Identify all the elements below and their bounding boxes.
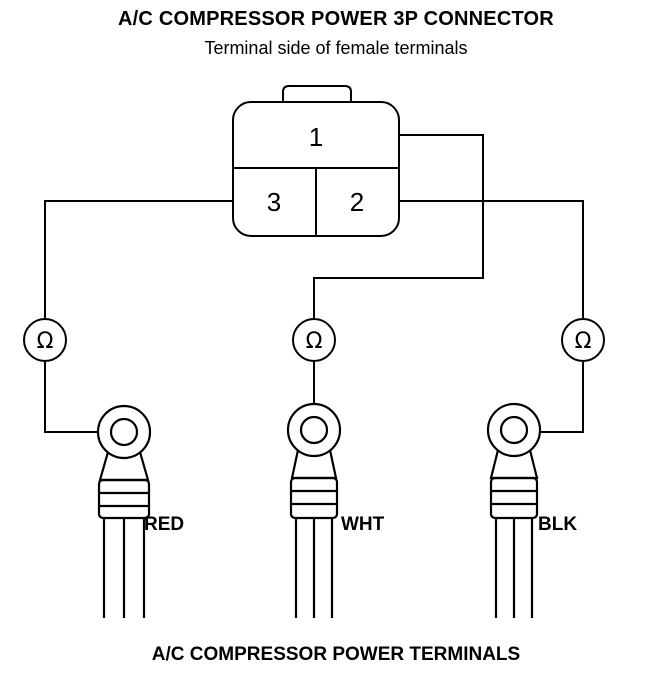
terminal-wht [286,402,342,618]
wire-label-red: RED [144,514,184,535]
terminal-number-2: 2 [350,187,364,217]
diagram-title: A/C COMPRESSOR POWER 3P CONNECTOR [118,8,554,30]
ring-terminal-red [96,404,152,460]
diagram-footer-caption: A/C COMPRESSOR POWER TERMINALS [151,644,521,665]
ohmmeter-wht-circle [292,318,336,362]
wire-terminal-3 [44,200,233,318]
connector-latch [282,85,352,102]
ohmmeter-red-circle [23,318,67,362]
wire-blk-meter-to-terminal [539,362,584,433]
wire-red-meter-to-terminal [44,362,99,433]
wire-terminal-2 [399,200,584,318]
wire-label-blk: BLK [538,514,577,535]
ohm-symbol-blk: Ω [575,329,592,354]
ohm-symbol-red: Ω [37,329,54,354]
ohmmeter-blk-circle [561,318,605,362]
terminal-blk [486,402,542,618]
terminal-red [96,404,152,618]
wire-terminal-1 [313,134,484,318]
ring-terminal-blk [486,402,542,458]
wire-label-wht: WHT [341,514,385,535]
diagram-subtitle: Terminal side of female terminals [204,38,468,58]
ohm-symbol-wht: Ω [306,329,323,354]
terminal-number-3: 3 [267,187,281,217]
terminal-number-1: 1 [309,122,323,152]
ring-terminal-wht [286,402,342,458]
